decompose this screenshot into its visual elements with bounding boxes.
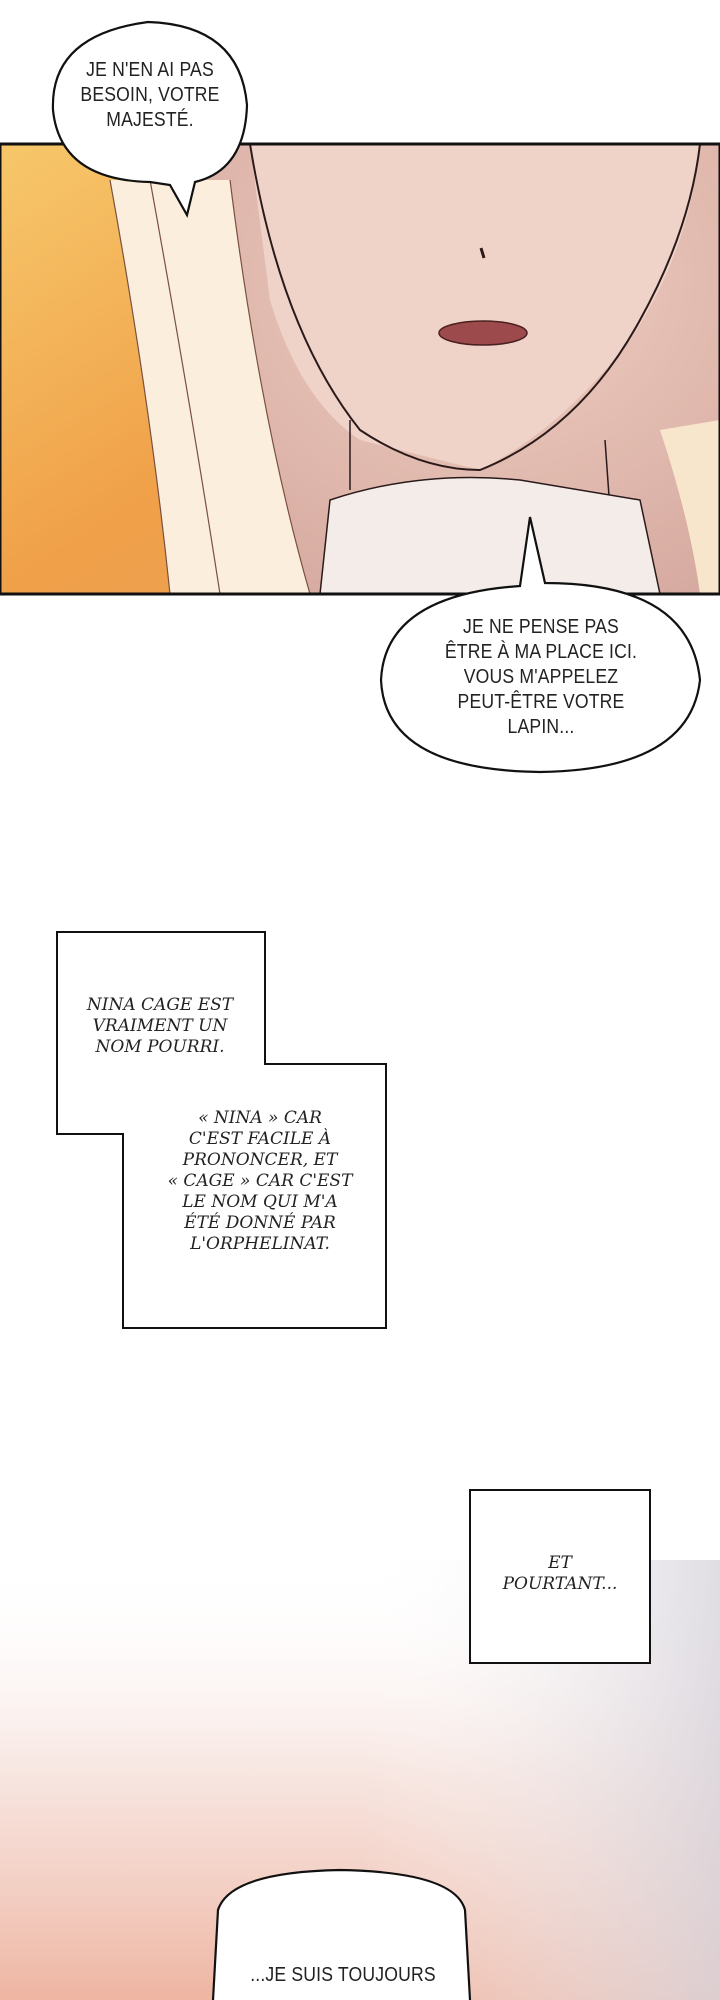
speech-bubble-1: JE N'EN AI PAS BESOIN, VOTRE MAJESTÉ. (66, 40, 233, 150)
speech-bubble-3-shape (211, 1868, 472, 2000)
narration-2-text: « NINA » CAR C'EST FACILE À PRONONCER, E… (167, 1108, 353, 1254)
narration-box-3-shape (469, 1489, 651, 1664)
speech-bubble-3-text: ...JE SUIS TOUJOURS (250, 1963, 436, 1986)
speech-bubble-1-shape (51, 20, 249, 218)
narration-1-text: NINA CAGE EST VRAIMENT UN NOM POURRI. (86, 995, 234, 1057)
narration-3-text: ET POURTANT... (502, 1553, 618, 1594)
speech-bubble-2-shape (379, 516, 702, 774)
speech-bubble-2-text: JE NE PENSE PAS ÊTRE À MA PLACE ICI. VOU… (444, 616, 638, 738)
speech-bubble-3: ...JE SUIS TOUJOURS (233, 1960, 453, 1990)
panel-face (0, 142, 720, 596)
narration-box-1-shape (56, 931, 387, 1329)
speech-bubble-1-text: JE N'EN AI PAS BESOIN, VOTRE MAJESTÉ. (80, 58, 220, 131)
speech-bubble-2: JE NE PENSE PAS ÊTRE À MA PLACE ICI. VOU… (404, 590, 679, 765)
